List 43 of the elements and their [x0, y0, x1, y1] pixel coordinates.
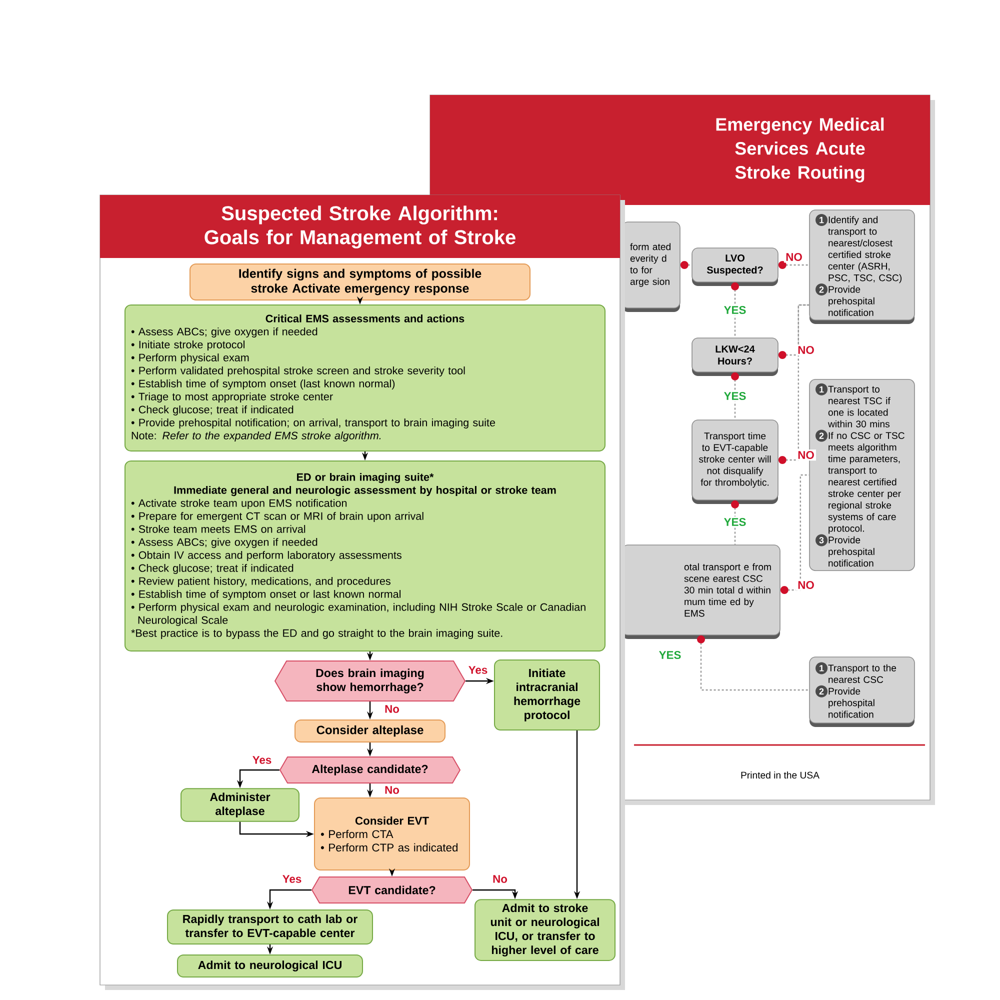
edge-label: YES [722, 390, 748, 402]
edge-label: YES [722, 516, 748, 528]
edge-label: Yes [466, 664, 490, 676]
process-box: Initiate intracranial hemorrhage protocol [494, 660, 600, 730]
arrow [780, 474, 810, 594]
process-box: ED or brain imaging suite* Immediate general and neurologic assessment by hospital or stroke team • Activate stroke team upon EMS notification • Prepare for emergent CT scan or MRI of brain upon arrival • Stroke team meets EMS on arrival • Assess ABCs; give oxygen if needed • Obtain IV access and perform laboratory assessments • Check glucose; treat if indicated • Review patient history, medications, and procedures • Establish time of symptom onset or last known normal • Perform physical exam and neurologic examination, including NIH Stroke Scale or Canadian Neurological Scale *Best practice is to bypass the ED and go straight to the brain imaging suite. [124, 460, 606, 652]
partly-hidden-box: form ated everity d to for arge sion [622, 222, 680, 312]
arrow [778, 304, 810, 464]
process-box: Critical EMS assessments and actions • Assess ABCs; give oxygen if needed • Initiate stroke protocol • Perform physical exam • Perform validated prehospital stroke screen and stroke severity tool • Establish time of symptom onset (last known normal) • Triage to most appropriate stroke center • Check glucose; treat if indicated • Provide prehospital notification; on arrival, transport to brain imaging suite Note: Refer to the expanded EMS stroke algorithm. [124, 304, 606, 452]
arrow [731, 372, 739, 420]
arrow [731, 500, 739, 545]
edge-label: Yes [280, 874, 304, 885]
process-box: Consider EVT • Perform CTA • Perform CTP as indicated [314, 798, 470, 870]
decision-hexagon: EVT candidate? [311, 876, 473, 904]
partly-hidden-box: otal transport e from scene earest CSC 30 min total d within mum time ed by EMS [622, 544, 780, 639]
edge-label: NO [796, 579, 816, 591]
decision-hexagon: Alteplase candidate? [279, 756, 461, 784]
edge-label: NO [796, 449, 816, 461]
process-box: Transport time to EVT-capable stroke center will not disqualify for thrombolytic. [692, 420, 778, 504]
process-box: Identify signs and symptoms of possible stroke Activate emergency response [190, 264, 530, 300]
footer-text: Printed in the USA [741, 771, 820, 779]
process-box: Admit to stroke unit or neurological ICU, or transfer to higher level of care [474, 899, 616, 961]
process-box: 1 Identify and transport to nearest/closest certified stroke center (ASRH, PSC, TSC, CSC) 2 Provide prehospital notification [809, 210, 915, 324]
process-box: LKW<24 Hours? [692, 338, 778, 376]
edge-label: NO [796, 344, 816, 356]
process-box: Rapidly transport to cath lab or transfer to EVT-capable center [167, 910, 373, 945]
edge-label: YES [657, 649, 683, 661]
edge-label: No [382, 704, 402, 715]
arrow [778, 261, 810, 269]
process-box: Administer alteplase [180, 788, 300, 822]
arrow [731, 282, 739, 338]
decision-hexagon: Does brain imaging show hemorrhage? [274, 660, 466, 702]
arrow [697, 635, 810, 691]
arrow [680, 261, 692, 269]
process-box: Consider alteplase [294, 720, 446, 742]
edge-label: Yes [250, 754, 274, 766]
edge-label: No [382, 784, 402, 796]
process-box: 1 Transport to the nearest CSC 2 Provide prehospital notification [809, 656, 915, 727]
edge-label: No [490, 874, 510, 885]
process-box: LVO Suspected? [692, 248, 778, 286]
edge-label: YES [722, 304, 748, 316]
process-box: Admit to neurological ICU [177, 954, 363, 978]
edge-label: NO [784, 251, 804, 263]
